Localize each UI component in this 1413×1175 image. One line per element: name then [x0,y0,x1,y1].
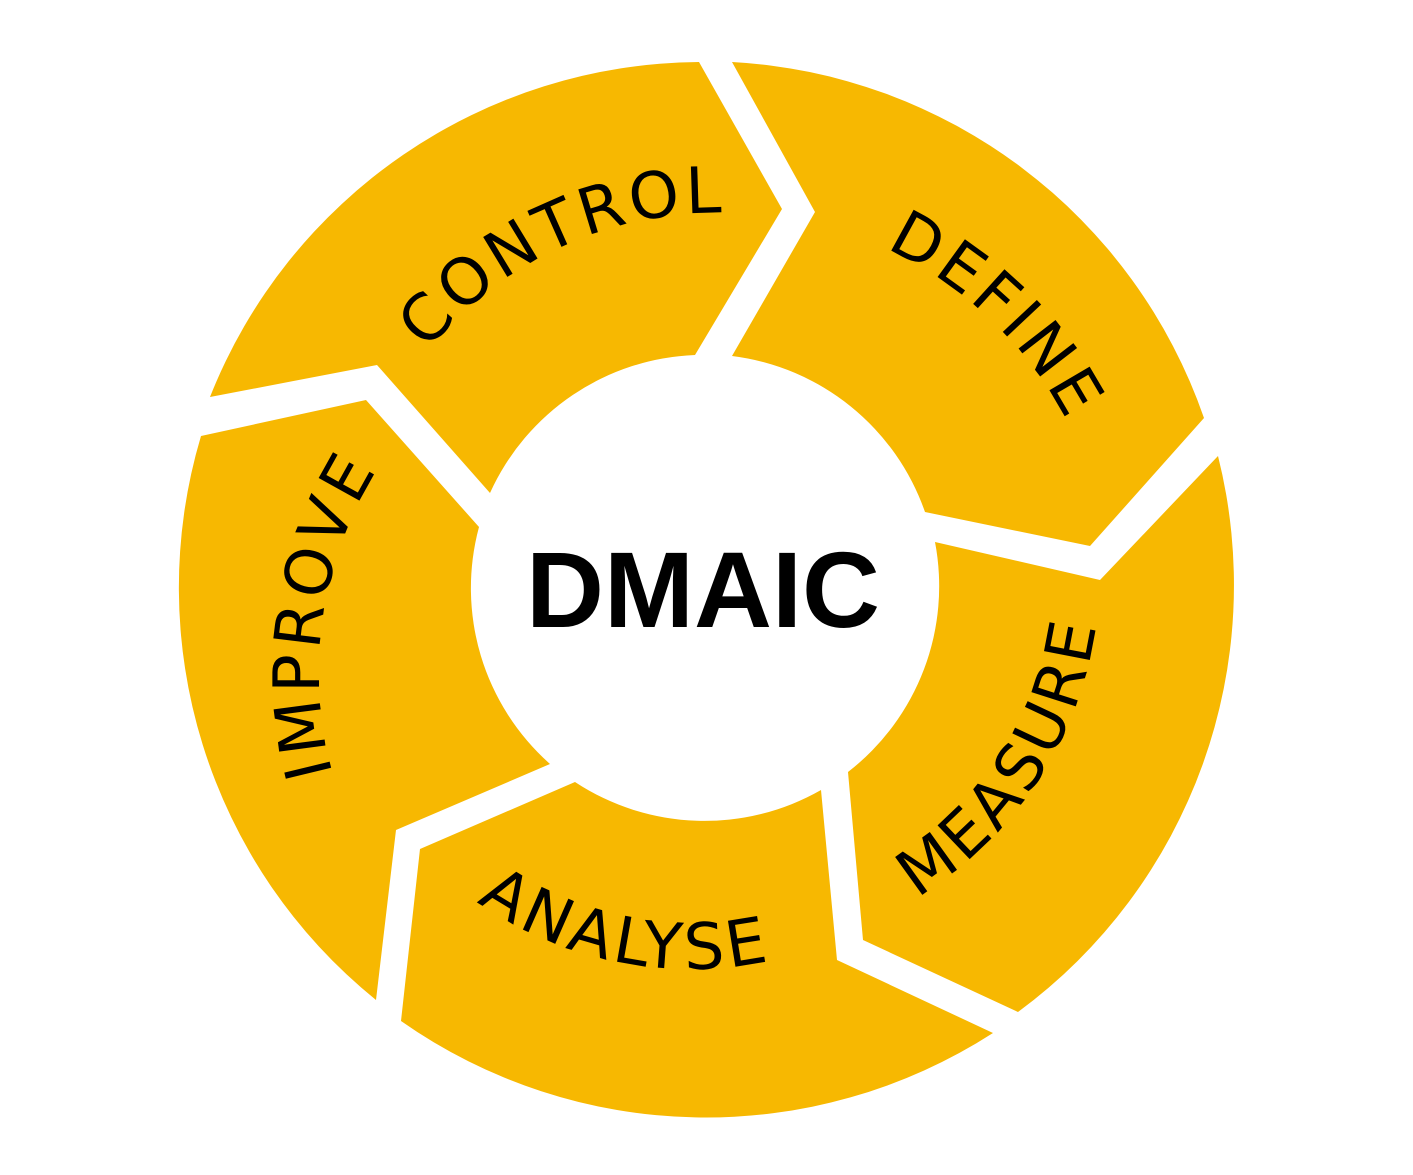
analyse-segment [401,782,993,1118]
improve-segment [178,400,551,1000]
define-segment [732,62,1204,546]
center-title: DMAIC [526,529,880,650]
control-segment [210,62,782,493]
measure-segment [848,456,1234,1012]
